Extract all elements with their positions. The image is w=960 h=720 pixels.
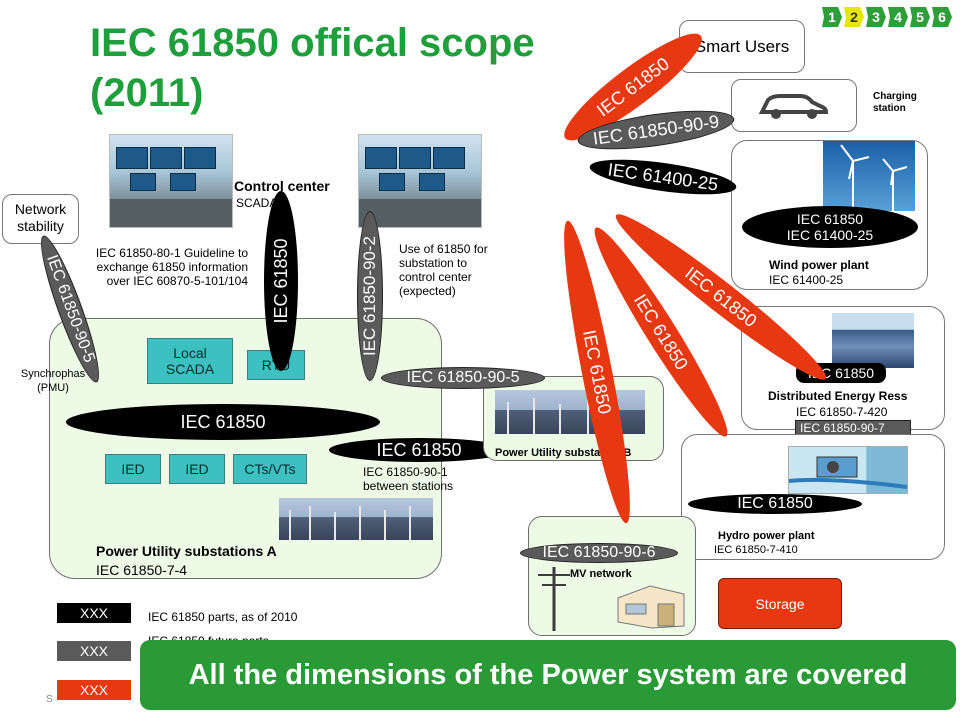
note-iec-61850-80-1: IEC 61850-80-1 Guideline to exchange 618… xyxy=(95,246,248,288)
legend-label-1: IEC 61850 parts, as of 2010 xyxy=(148,610,298,624)
link-wind-61400-25: IEC 61400-25 xyxy=(587,152,739,202)
control-center-photo-1 xyxy=(109,134,233,228)
smart-users-label: Smart Users xyxy=(694,37,790,56)
network-stability-label: Network stability xyxy=(14,201,67,234)
wind-turbine-icon xyxy=(840,144,908,211)
mv-network-name: MV network xyxy=(570,568,632,580)
substation-b-photo xyxy=(495,390,645,434)
link-control-center-90-2: IEC 61850-90-2 xyxy=(357,211,383,381)
charging-station-label: Charging station xyxy=(873,91,917,114)
der-standard: IEC 61850-7-420 xyxy=(796,405,888,419)
der-name: Distributed Energy Ress xyxy=(768,389,908,403)
hydro-plant-picture xyxy=(788,446,908,494)
summary-banner: All the dimensions of the Power system a… xyxy=(140,640,956,710)
substation-a-photo xyxy=(279,498,433,540)
substation-a-name: Power Utility substations A xyxy=(96,543,277,559)
hydro-badge: IEC 61850 xyxy=(688,494,862,514)
wind-badge: IEC 61850 IEC 61400-25 xyxy=(742,206,918,248)
control-center-name: Control center xyxy=(234,178,330,194)
control-center-system: SCADA xyxy=(236,196,278,210)
wind-plant-standard: IEC 61400-25 xyxy=(769,273,844,287)
charging-station-box xyxy=(731,79,857,132)
footer-source: S xyxy=(46,694,53,705)
page-3-chip[interactable]: 3 xyxy=(866,7,886,27)
hydro-standard: IEC 61850-7-410 xyxy=(714,544,798,556)
synchrophasor-label: Synchrophas (PMU) xyxy=(20,368,86,394)
network-stability-box: Network stability xyxy=(2,194,79,244)
page-2-chip[interactable]: 2 xyxy=(844,7,864,27)
mv-substation-building-icon xyxy=(617,585,685,629)
electric-car-icon xyxy=(758,94,829,119)
ied-box-1: IED xyxy=(105,454,161,484)
der-future-badge: IEC 61850-90-7 xyxy=(795,420,911,435)
between-stations-ellipse: IEC 61850 xyxy=(329,438,509,462)
substation-a-standard: IEC 61850-7-4 xyxy=(96,562,188,578)
hydro-turbine-icon xyxy=(788,456,908,489)
wind-badge-line1: IEC 61850 xyxy=(796,211,864,227)
mv-network-badge: IEC 61850-90-6 xyxy=(520,543,678,563)
wind-turbine-photo xyxy=(823,141,915,211)
legend-swatch-1: XXX xyxy=(57,603,131,623)
mv-pole-icon xyxy=(538,567,570,631)
page-6-chip[interactable]: 6 xyxy=(932,7,952,27)
page-title: IEC 61850 offical scope (2011) xyxy=(90,21,535,115)
solar-panel-photo xyxy=(832,313,914,368)
wind-badge-line2: IEC 61400-25 xyxy=(786,227,874,243)
wind-plant-name: Wind power plant xyxy=(769,258,869,272)
note-substation-to-control-center: Use of 61850 for substation to control c… xyxy=(399,242,488,298)
ctvt-box: CTs/VTs xyxy=(233,454,307,484)
page-5-chip[interactable]: 5 xyxy=(910,7,930,27)
page-1-chip[interactable]: 1 xyxy=(822,7,842,27)
storage-box: Storage xyxy=(718,578,842,629)
between-stations-note: IEC 61850-90-1 between stations xyxy=(363,465,454,493)
ied-box-2: IED xyxy=(169,454,225,484)
hydro-name: Hydro power plant xyxy=(718,530,815,542)
smart-users-box: Smart Users xyxy=(679,20,805,73)
legend-swatch-2: XXX xyxy=(57,641,131,661)
page-4-chip[interactable]: 4 xyxy=(888,7,908,27)
substation-a-bus-ellipse: IEC 61850 xyxy=(66,404,380,440)
link-control-center-61850: IEC 61850 xyxy=(264,191,298,371)
substation-b-link-ellipse: IEC 61850-90-5 xyxy=(381,367,545,389)
control-center-photo-2 xyxy=(358,134,482,228)
substation-b-name: Power Utility substation B xyxy=(495,447,632,459)
local-scada-box: Local SCADA xyxy=(147,338,233,384)
legend-swatch-3: XXX xyxy=(57,680,131,700)
